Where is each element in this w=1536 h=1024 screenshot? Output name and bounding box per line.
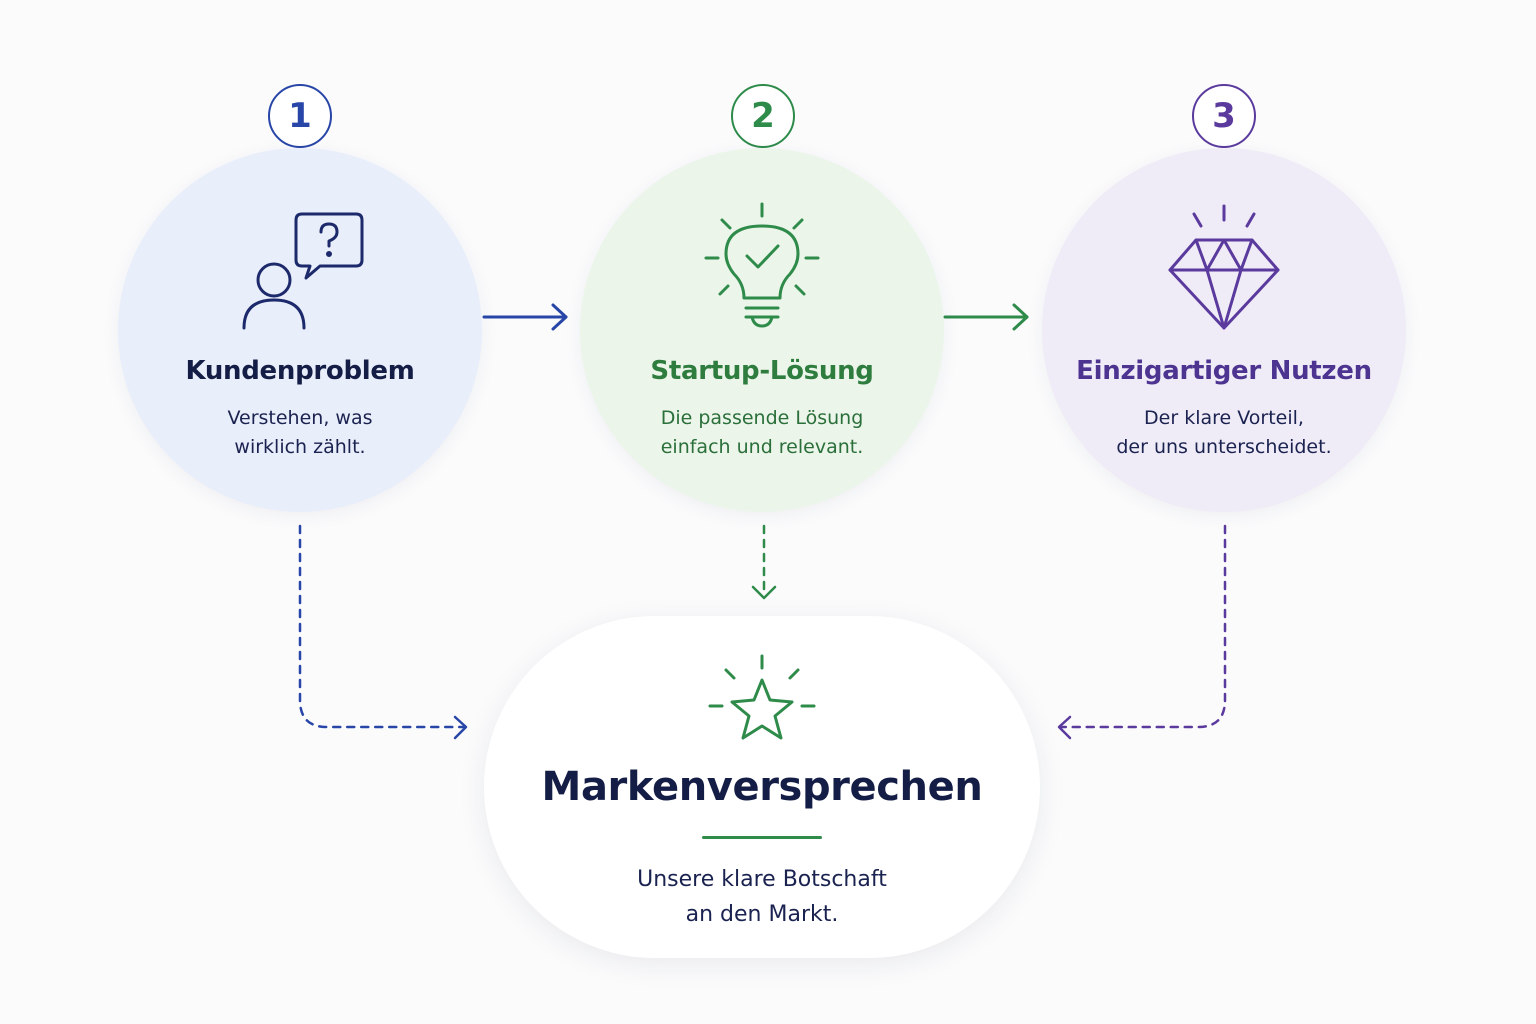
dashed-arrow-step3-to-promise bbox=[1057, 524, 1227, 740]
step-description: Die passende Lösung einfach und relevant… bbox=[660, 407, 864, 458]
diamond-icon bbox=[1042, 200, 1406, 336]
arrow-step1-to-step2 bbox=[482, 303, 568, 331]
step-description: Verstehen, was wirklich zählt. bbox=[227, 407, 373, 458]
step-number-badge: 3 bbox=[1192, 84, 1256, 148]
step-title: Kundenproblem bbox=[185, 356, 415, 386]
divider bbox=[702, 836, 822, 839]
brand-promise-card: Markenversprechen Unsere klare Botschaft… bbox=[484, 616, 1040, 958]
step-description: Der klare Vorteil, der uns unterscheidet… bbox=[1116, 407, 1332, 458]
lightbulb-check-icon bbox=[580, 198, 944, 334]
arrow-step2-to-step3 bbox=[943, 303, 1029, 331]
dashed-arrow-step2-to-promise bbox=[751, 524, 777, 600]
star-icon bbox=[702, 650, 822, 760]
person-question-icon bbox=[118, 204, 482, 336]
step-number-badge: 1 bbox=[268, 84, 332, 148]
step-title: Startup-Lösung bbox=[650, 356, 874, 386]
promise-description: Unsere klare Botschaft an den Markt. bbox=[637, 867, 887, 927]
step-card-startup-loesung: Startup-Lösung Die passende Lösung einfa… bbox=[580, 148, 944, 512]
step-card-kundenproblem: Kundenproblem Verstehen, was wirklich zä… bbox=[118, 148, 482, 512]
dashed-arrow-step1-to-promise bbox=[298, 524, 468, 740]
step-card-einzigartiger-nutzen: Einzigartiger Nutzen Der klare Vorteil, … bbox=[1042, 148, 1406, 512]
step-number-badge: 2 bbox=[731, 84, 795, 148]
step-title: Einzigartiger Nutzen bbox=[1076, 356, 1372, 386]
promise-title: Markenversprechen bbox=[541, 764, 983, 810]
